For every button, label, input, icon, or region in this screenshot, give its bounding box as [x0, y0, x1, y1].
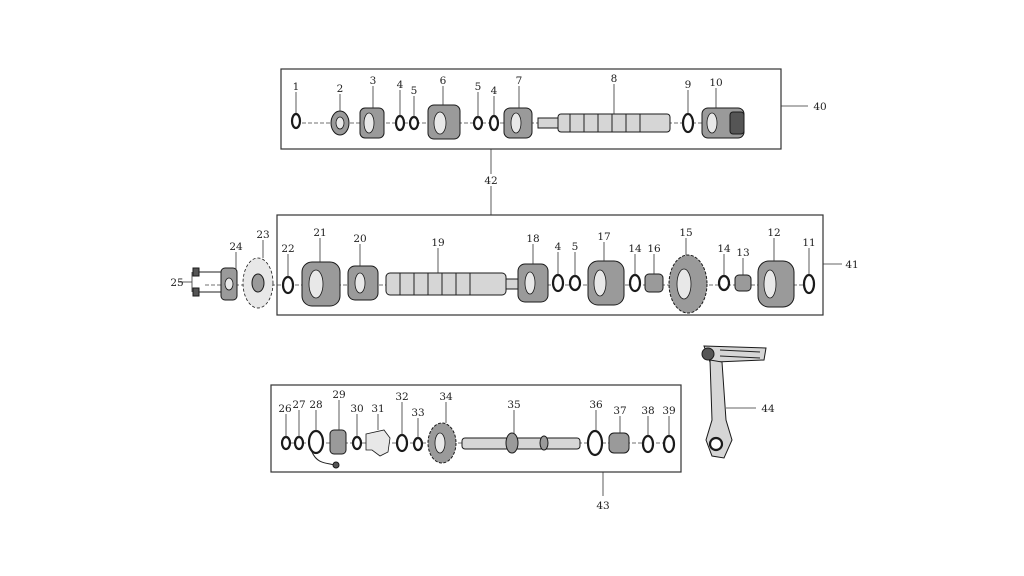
label-1: 1 [293, 81, 300, 93]
label-4: 4 [397, 79, 404, 91]
part-30-washer [351, 435, 363, 451]
part-9-washer [681, 112, 695, 134]
part-4-washer-c [551, 273, 565, 293]
kick-start-group: 26 27 28 29 30 31 32 33 34 35 36 37 38 3… [270, 384, 682, 512]
part-27-washer [293, 435, 305, 451]
part-24-plate [220, 267, 238, 301]
label-3: 3 [370, 75, 377, 87]
label-31: 31 [371, 403, 384, 415]
part-1-washer [290, 112, 302, 130]
label-27: 27 [292, 399, 305, 411]
label-28: 28 [309, 399, 322, 411]
part-21-gear [301, 261, 341, 307]
part-19-counter-shaft [385, 272, 519, 296]
label-44: 44 [761, 403, 775, 415]
part-22-washer [281, 275, 295, 295]
part-17-gear [587, 260, 625, 306]
part-7-gear [503, 107, 533, 139]
label-14: 14 [628, 243, 642, 255]
part-16-bushing [644, 273, 664, 293]
label-5c: 5 [572, 241, 579, 253]
part-5-washer-c [568, 274, 582, 292]
part-36-washer [586, 429, 604, 457]
label-42: 42 [484, 175, 497, 187]
part-8-main-shaft [537, 113, 671, 133]
label-2: 2 [337, 83, 344, 95]
part-44-kick-lever: 44 [701, 345, 775, 459]
part-38-washer [641, 434, 655, 454]
label-4c: 4 [555, 241, 562, 253]
label-37: 37 [613, 405, 626, 417]
part-32-washer [395, 433, 409, 453]
label-39: 39 [662, 405, 675, 417]
part-18-gear [517, 263, 549, 303]
part-11-washer [802, 273, 816, 295]
label-8: 8 [611, 73, 618, 85]
label-5b: 5 [475, 81, 482, 93]
label-34: 34 [439, 391, 453, 403]
label-11: 11 [802, 237, 815, 249]
label-5: 5 [411, 85, 418, 97]
part-25-bolts [192, 267, 225, 297]
label-30: 30 [350, 403, 363, 415]
part-13-bushing [734, 274, 752, 292]
part-29-gear [329, 429, 347, 455]
part-4-washer [394, 114, 406, 132]
part-26-washer [280, 435, 292, 451]
part-14-washer-b [717, 274, 731, 292]
part-15-gear [668, 254, 708, 314]
label-23: 23 [256, 229, 269, 241]
label-22: 22 [281, 243, 294, 255]
label-17: 17 [597, 231, 610, 243]
part-33-washer [412, 436, 424, 452]
part-39-washer [662, 434, 676, 454]
label-19: 19 [431, 237, 444, 249]
label-9: 9 [685, 79, 692, 91]
part-23-sprocket [242, 257, 274, 309]
label-20: 20 [353, 233, 366, 245]
part-35-kick-shaft [461, 432, 581, 454]
label-15: 15 [679, 227, 692, 239]
label-7: 7 [516, 75, 523, 87]
counter-shaft-group: 25 24 23 22 21 20 19 18 4 5 17 14 16 15 … [170, 214, 859, 316]
label-21: 21 [313, 227, 326, 239]
label-40: 40 [813, 101, 826, 113]
label-33: 33 [411, 407, 424, 419]
part-6-gear [427, 104, 461, 140]
part-4-washer-b [488, 114, 500, 132]
label-6: 6 [440, 75, 447, 87]
label-43: 43 [596, 500, 609, 512]
label-32: 32 [395, 391, 408, 403]
label-38: 38 [641, 405, 654, 417]
part-20-gear [347, 265, 379, 301]
label-13: 13 [736, 247, 749, 259]
part-2-bearing [330, 110, 350, 136]
label-29: 29 [332, 389, 345, 401]
part-14-washer [628, 273, 642, 293]
part-31-ratchet [365, 429, 391, 457]
label-14b: 14 [717, 243, 731, 255]
label-25: 25 [170, 277, 183, 289]
label-12: 12 [767, 227, 780, 239]
label-26: 26 [278, 403, 292, 415]
label-4b: 4 [491, 85, 498, 97]
part-5-washer [408, 115, 420, 131]
part-12-gear [757, 260, 795, 308]
part-5-washer-b [472, 115, 484, 131]
label-41: 41 [845, 259, 858, 271]
part-34-gear [427, 422, 457, 464]
label-10: 10 [709, 77, 722, 89]
part-10-gear [701, 107, 745, 139]
label-16: 16 [647, 243, 661, 255]
part-37-bushing [608, 432, 630, 454]
part-3-gear [359, 107, 385, 139]
main-shaft-group: 1 2 3 4 5 6 5 4 7 8 9 10 40 [280, 68, 827, 150]
label-42-group: 42 [484, 149, 498, 215]
label-24: 24 [229, 241, 243, 253]
label-35: 35 [507, 399, 520, 411]
label-18: 18 [526, 233, 539, 245]
label-36: 36 [589, 399, 603, 411]
